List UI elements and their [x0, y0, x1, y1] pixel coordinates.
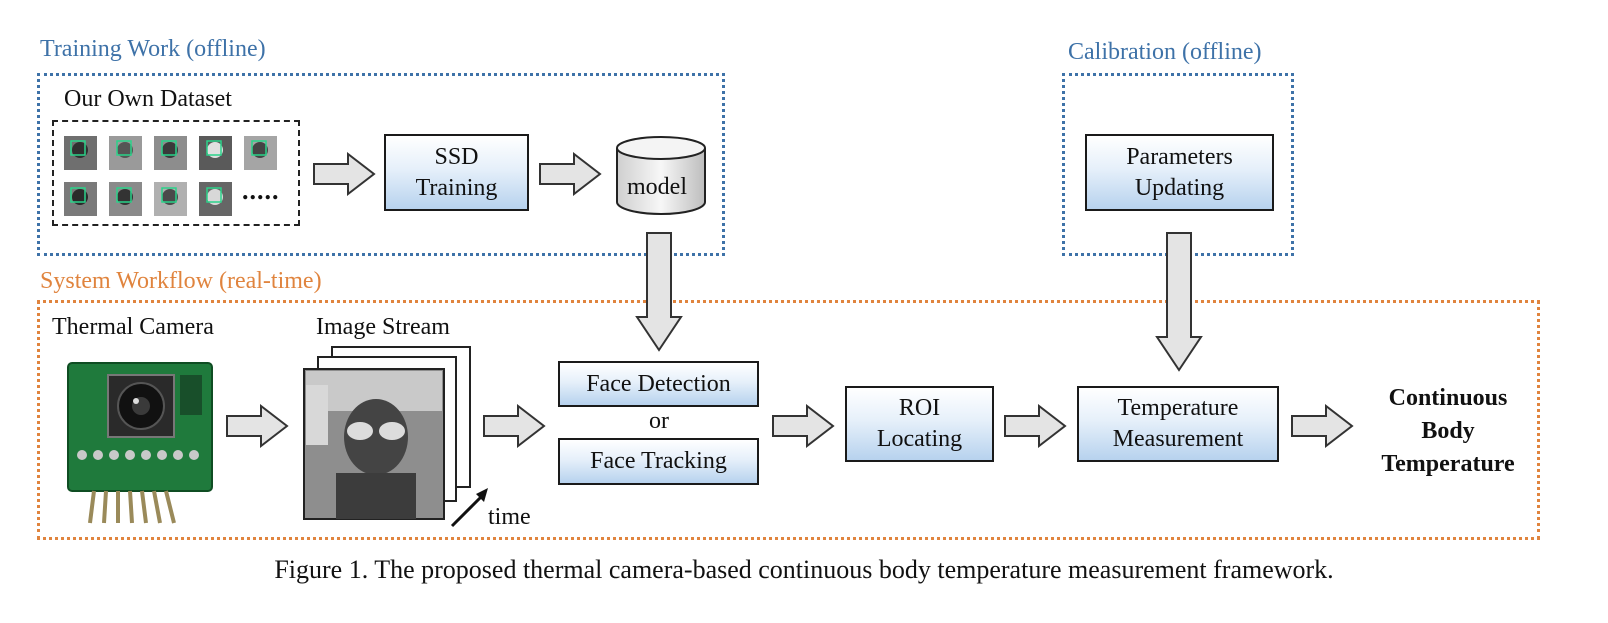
dataset-thumbnails [64, 136, 277, 216]
dataset-box [52, 120, 300, 226]
thumbnail [109, 182, 142, 216]
image-stream-label: Image Stream [316, 314, 450, 340]
thumbnail [244, 136, 277, 170]
training-section-title: Training Work (offline) [40, 36, 266, 62]
thumbnail [199, 136, 232, 170]
or-label: or [649, 408, 669, 434]
dataset-label: Our Own Dataset [64, 86, 232, 112]
thumbnail [64, 182, 97, 216]
thumbnail [64, 136, 97, 170]
arrow-face-to-roi [772, 404, 835, 448]
parameters-updating-box: Parameters Updating [1085, 134, 1274, 211]
roi-line1: ROI [898, 395, 941, 421]
ssd-training-line2: Training [415, 174, 498, 201]
arrow-stream-to-face [483, 404, 546, 448]
workflow-frame [37, 300, 1540, 540]
arrow-ssd-to-model [539, 152, 602, 196]
ssd-training-box: SSD Training [384, 134, 529, 211]
arrow-camera-to-stream [226, 404, 289, 448]
temperature-line2: Measurement [1112, 426, 1244, 452]
ssd-training-line1: SSD [434, 143, 479, 170]
calibration-section-title: Calibration (offline) [1068, 39, 1262, 65]
temperature-measurement-box: Temperature Measurement [1077, 386, 1279, 462]
face-detection-box: Face Detection [558, 361, 759, 407]
roi-locating-box: ROI Locating [845, 386, 994, 462]
arrow-model-to-face-detection [635, 232, 683, 352]
temperature-line1: Temperature [1117, 395, 1239, 421]
time-arrow [450, 488, 488, 528]
figure-caption: Figure 1. The proposed thermal camera-ba… [274, 555, 1334, 584]
thumbnail [109, 136, 142, 170]
face-tracking-box: Face Tracking [558, 438, 759, 485]
face-tracking-label: Face Tracking [590, 448, 727, 474]
face-detection-label: Face Detection [586, 370, 731, 397]
thermal-camera-image [67, 362, 213, 524]
dataset-ellipsis: ..... [242, 176, 280, 205]
workflow-section-title: System Workflow (real-time) [40, 268, 322, 294]
arrow-roi-to-temperature [1004, 404, 1067, 448]
image-stream-stack [303, 346, 471, 520]
output-line1: Continuous [1388, 385, 1508, 411]
parameters-line1: Parameters [1126, 143, 1233, 170]
roi-line2: Locating [876, 426, 963, 452]
model-label: model [627, 174, 687, 200]
training-frame [37, 73, 725, 256]
thermal-camera-label: Thermal Camera [52, 314, 214, 340]
arrow-dataset-to-ssd [313, 152, 376, 196]
output-line3: Temperature [1381, 451, 1515, 477]
output-line2: Body [1421, 418, 1475, 444]
model-cylinder [616, 136, 706, 215]
thumbnail [199, 182, 232, 216]
thumbnail [154, 182, 187, 216]
thumbnail [154, 136, 187, 170]
arrow-temperature-to-output [1291, 404, 1354, 448]
arrow-parameters-to-temperature [1155, 232, 1203, 372]
parameters-line2: Updating [1134, 174, 1225, 201]
continuous-body-temperature-output: Continuous Body Temperature [1364, 382, 1532, 481]
time-label: time [488, 504, 531, 530]
